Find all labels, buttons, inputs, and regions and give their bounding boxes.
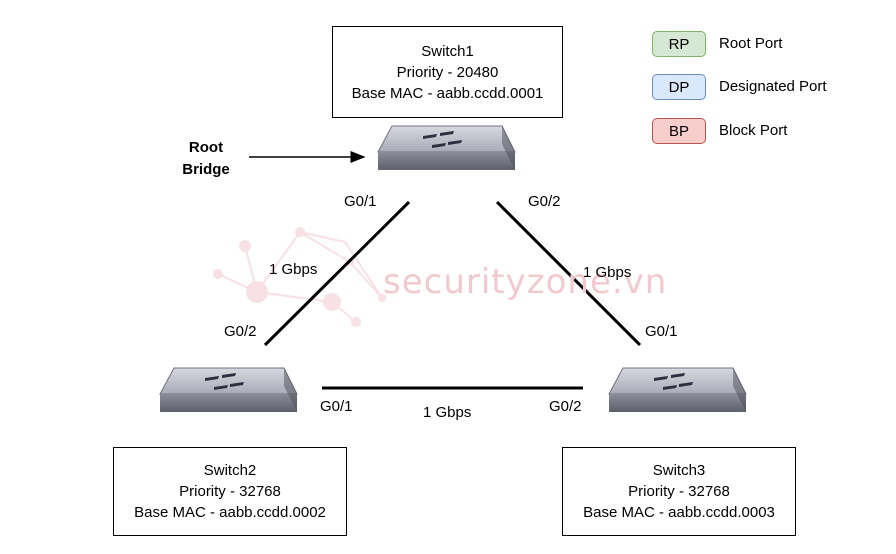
switch3-port-g02: G0/2 <box>549 398 582 415</box>
legend-bp-badge: BP <box>652 118 706 144</box>
switch2-mac: Base MAC - aabb.ccdd.0002 <box>134 504 326 521</box>
root-bridge-line2: Bridge <box>182 161 230 178</box>
switch2-info-box: Switch2 Priority - 32768 Base MAC - aabb… <box>113 447 347 536</box>
switch1-port-g02: G0/2 <box>528 193 561 210</box>
switch2-port-g01: G0/1 <box>320 398 353 415</box>
link-speed-switch1-switch3: 1 Gbps <box>583 264 632 281</box>
switch3-mac: Base MAC - aabb.ccdd.0003 <box>583 504 775 521</box>
switch3-port-g01: G0/1 <box>645 323 678 340</box>
switch3-name: Switch3 <box>652 462 706 479</box>
link-switch1-switch2 <box>263 200 411 347</box>
switch3-priority: Priority - 32768 <box>628 483 730 500</box>
root-bridge-label: Root Bridge <box>168 137 244 181</box>
legend-rp-label: Root Port <box>719 35 783 52</box>
link-speed-switch2-switch3: 1 Gbps <box>423 404 472 421</box>
legend-bp-label: Block Port <box>719 122 788 139</box>
switch3-info-box: Switch3 Priority - 32768 Base MAC - aabb… <box>562 447 796 536</box>
switch1-icon <box>377 125 516 170</box>
switch2-port-g02: G0/2 <box>224 323 257 340</box>
switch1-priority: Priority - 20480 <box>396 63 499 81</box>
root-bridge-line1: Root <box>188 139 224 156</box>
switch1-mac: Base MAC - aabb.ccdd.0001 <box>351 84 544 102</box>
switch2-priority: Priority - 32768 <box>179 483 281 500</box>
switch1-info-box: Switch1 Priority - 20480 Base MAC - aabb… <box>332 26 563 118</box>
switch2-icon <box>159 367 298 412</box>
link-switch1-switch3 <box>495 200 642 347</box>
watermark-graphic <box>213 227 386 327</box>
legend-dp-label: Designated Port <box>719 78 827 95</box>
switch1-name: Switch1 <box>421 42 474 60</box>
switch3-icon <box>608 367 747 412</box>
legend-dp-badge: DP <box>652 74 706 100</box>
switch1-port-g01: G0/1 <box>344 193 377 210</box>
legend-rp-badge: RP <box>652 31 706 57</box>
watermark-text: securityzone.vn <box>383 262 668 302</box>
link-speed-switch1-switch2: 1 Gbps <box>269 261 318 278</box>
switch2-name: Switch2 <box>203 462 257 479</box>
